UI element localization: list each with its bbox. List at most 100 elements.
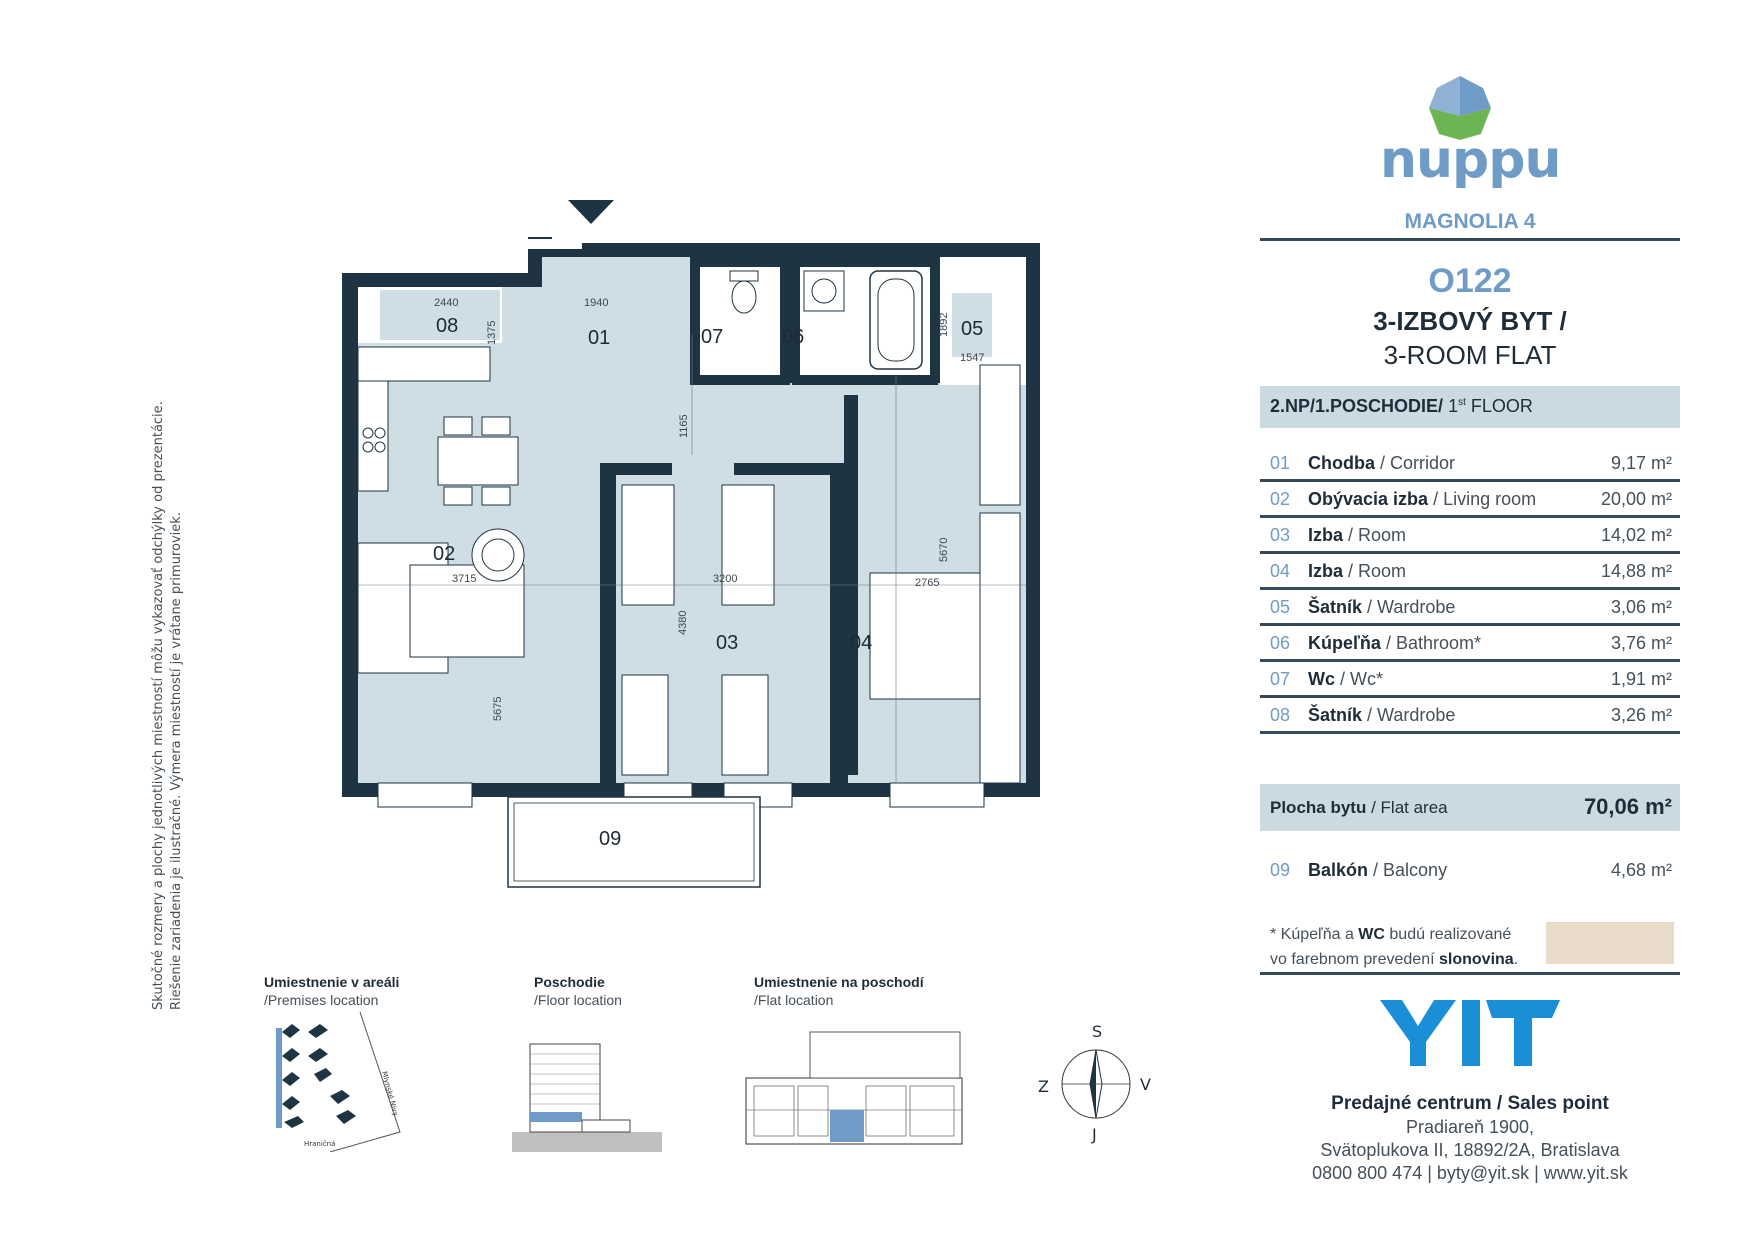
room-name-en: / Wardrobe [1367, 597, 1456, 617]
note-part-3: vo farebnom prevedení [1270, 951, 1435, 968]
room-label-07: 07 [701, 326, 723, 348]
note-part-4: . [1513, 951, 1519, 968]
room-area: 3,26 m² [1610, 705, 1672, 725]
room-name-en: / Room [1348, 525, 1407, 545]
room-09-balcony [507, 796, 761, 888]
room-area: 3,76 m² [1610, 633, 1672, 653]
room-row: 08 Šatník / Wardrobe 3,26 m² [1260, 698, 1680, 734]
entrance-arrow-icon [568, 200, 614, 224]
compass-north: S [1092, 1024, 1102, 1041]
room-area: 1,91 m² [1610, 669, 1672, 689]
floor-bar: 2.NP/1.POSCHODIE/ 1st FLOOR [1260, 386, 1680, 428]
compass-south: J [1091, 1125, 1097, 1144]
room-06-bathroom [800, 267, 930, 375]
floor-location-title: Poschodie [534, 974, 605, 990]
room-row: 04 Izba / Room 14,88 m² [1260, 554, 1680, 590]
project-name: MAGNOLIA 4 [1404, 210, 1536, 233]
room-name-en: / Wardrobe [1367, 705, 1456, 725]
compass-east: V [1140, 1075, 1151, 1094]
room-name-en: / Room [1348, 561, 1407, 581]
flat-area-label-en: / Flat area [1371, 798, 1448, 817]
ivory-color-swatch [1546, 922, 1674, 964]
room-number: 01 [1270, 453, 1291, 473]
premises-location-map: Mlynské Nivy Hraničná [276, 1012, 401, 1152]
dim-1940: 1940 [584, 297, 608, 309]
room-name-en: / Corridor [1380, 453, 1456, 473]
flat-location-subtitle: /Flat location [754, 992, 834, 1008]
premises-subtitle: /Premises location [264, 992, 379, 1008]
room-number: 02 [1270, 489, 1291, 509]
room-name-en: / Bathroom* [1385, 633, 1482, 653]
flat-area-label: Plocha bytu [1270, 798, 1367, 817]
dim-3200: 3200 [713, 573, 737, 585]
balcony-name: Balkón [1308, 860, 1369, 880]
flat-area-value: 70,06 m² [1583, 794, 1672, 819]
room-label-08: 08 [436, 315, 458, 337]
room-area: 3,06 m² [1610, 597, 1672, 617]
room-area: 14,88 m² [1600, 561, 1672, 581]
street-label-2: Hraničná [304, 1140, 335, 1148]
disclaimer-line-2: Riešenie zariadenia je ilustračné. Výmer… [169, 512, 184, 1010]
disclaimer-line-1: Skutočné rozmery a plochy jednotlivých m… [151, 401, 166, 1010]
room-label-03: 03 [716, 632, 738, 654]
room-name: Šatník [1308, 705, 1363, 725]
balcony-area: 4,68 m² [1610, 860, 1672, 880]
room-label-06: 06 [782, 326, 804, 348]
room-07-wc [700, 267, 780, 375]
dim-2440: 2440 [434, 297, 458, 309]
room-name: Wc [1308, 669, 1335, 689]
balcony-num: 09 [1270, 860, 1291, 880]
sales-address-1: Pradiareň 1900, [1405, 1117, 1535, 1137]
room-name: Izba [1308, 561, 1344, 581]
sales-address-2: Svätoplukova II, 18892/2A, Bratislava [1320, 1140, 1620, 1160]
balcony-name-en: / Balcony [1373, 860, 1448, 880]
compass-west: Z [1038, 1077, 1049, 1096]
note-part-1: * Kúpeľňa a [1270, 926, 1354, 943]
room-name: Obývacia izba [1308, 489, 1429, 509]
dim-5670: 5670 [938, 538, 950, 562]
note-part-2: budú realizované [1389, 926, 1512, 943]
dim-1892: 1892 [938, 313, 950, 337]
note-bold-2: slonovina [1439, 951, 1514, 968]
room-name-en: / Living room [1433, 489, 1537, 509]
floor-plan: 01 02 03 04 05 06 07 08 09 2440 1375 194… [342, 237, 1040, 888]
room-row: 05 Šatník / Wardrobe 3,06 m² [1260, 590, 1680, 626]
divider [1260, 972, 1680, 975]
compass-icon: S J V Z [1038, 1024, 1151, 1144]
dim-1375: 1375 [486, 321, 498, 345]
room-number: 07 [1270, 669, 1291, 689]
flat-location-title: Umiestnenie na poschodí [754, 974, 924, 990]
room-name: Šatník [1308, 597, 1363, 617]
flat-area-bar: Plocha bytu / Flat area 70,06 m² [1260, 784, 1680, 831]
dim-5675: 5675 [492, 697, 504, 721]
disclaimer: Skutočné rozmery a plochy jednotlivých m… [150, 110, 186, 1010]
divider [1260, 238, 1680, 241]
room-number: 06 [1270, 633, 1291, 653]
room-label-04: 04 [850, 632, 872, 654]
yit-logo-icon [1380, 1000, 1560, 1066]
room-label-09: 09 [599, 828, 621, 850]
flat-type-sk: 3-IZBOVÝ BYT / [1373, 306, 1567, 336]
flat-location-diagram [745, 1031, 963, 1145]
unit-code: O122 [1428, 262, 1512, 300]
room-number: 05 [1270, 597, 1291, 617]
room-number: 03 [1270, 525, 1291, 545]
room-label-01: 01 [588, 327, 610, 349]
room-area: 20,00 m² [1600, 489, 1672, 509]
room-label-05: 05 [961, 318, 983, 340]
brand-name: nuppu [1380, 130, 1562, 190]
floor-ordinal: 1 [1448, 396, 1459, 416]
room-number: 08 [1270, 705, 1291, 725]
dim-1165: 1165 [678, 414, 690, 438]
premises-title: Umiestnenie v areáli [264, 974, 400, 990]
floor-label: 2.NP/1.POSCHODIE/ [1270, 396, 1444, 416]
room-area: 14,02 m² [1600, 525, 1672, 545]
color-note: * Kúpeľňa a WC budú realizované vo fareb… [1270, 922, 1540, 972]
room-number: 04 [1270, 561, 1291, 581]
sales-title: Predajné centrum / Sales point [1331, 1093, 1609, 1114]
street-label-1: Mlynské Nivy [380, 1070, 400, 1117]
